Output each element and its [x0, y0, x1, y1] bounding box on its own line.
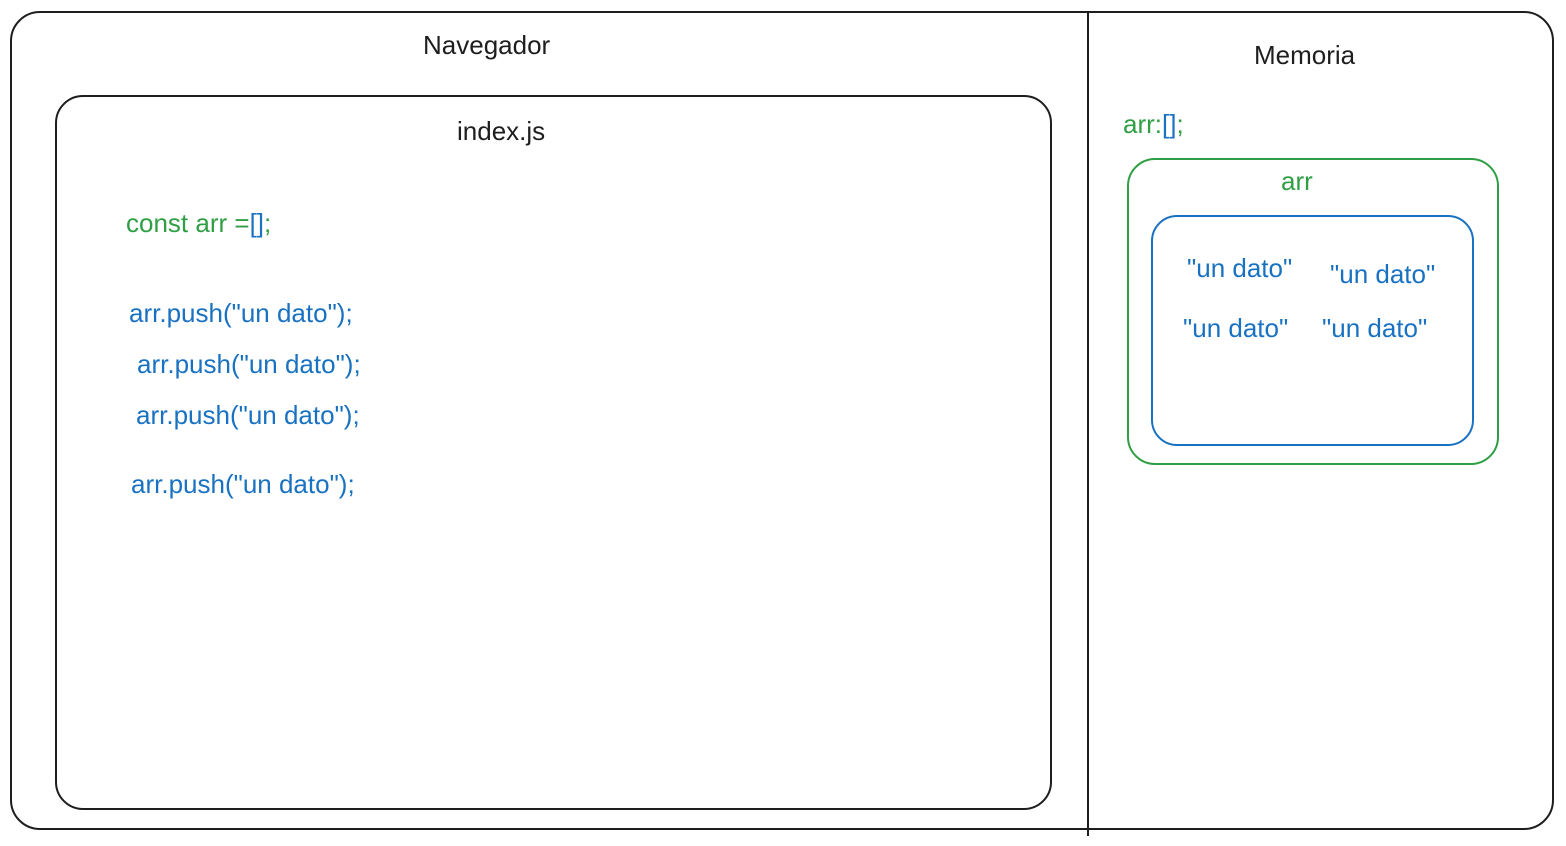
navegador-frame: [10, 11, 1554, 830]
declaration-prefix: const arr =: [126, 208, 250, 238]
arr-declaration: const arr =[];: [126, 208, 271, 239]
array-value: "un dato": [1183, 313, 1289, 343]
arr-box-label: arr: [1281, 166, 1313, 196]
push-line: arr.push("un dato");: [137, 349, 361, 379]
arr-reference: arr:[];: [1123, 109, 1184, 140]
push-line: arr.push("un dato");: [131, 469, 355, 499]
memoria-title: Memoria: [1254, 40, 1356, 70]
array-value: "un dato": [1187, 253, 1293, 283]
arr-memory-box: [1127, 158, 1499, 465]
arr-values-box: [1151, 215, 1474, 446]
declaration-brackets: []: [249, 208, 265, 238]
index-js-box: [55, 95, 1052, 810]
index-js-title: index.js: [457, 116, 546, 146]
memory-divider: [1087, 11, 1089, 836]
navegador-title: Navegador: [423, 30, 551, 60]
declaration-semicolon: ;: [264, 208, 272, 238]
ref-prefix: arr:: [1123, 109, 1162, 139]
push-line: arr.push("un dato");: [136, 400, 360, 430]
ref-semicolon: ;: [1176, 109, 1184, 139]
push-line: arr.push("un dato");: [129, 298, 353, 328]
array-value: "un dato": [1322, 313, 1428, 343]
ref-brackets: []: [1162, 109, 1177, 139]
array-value: "un dato": [1330, 259, 1436, 289]
